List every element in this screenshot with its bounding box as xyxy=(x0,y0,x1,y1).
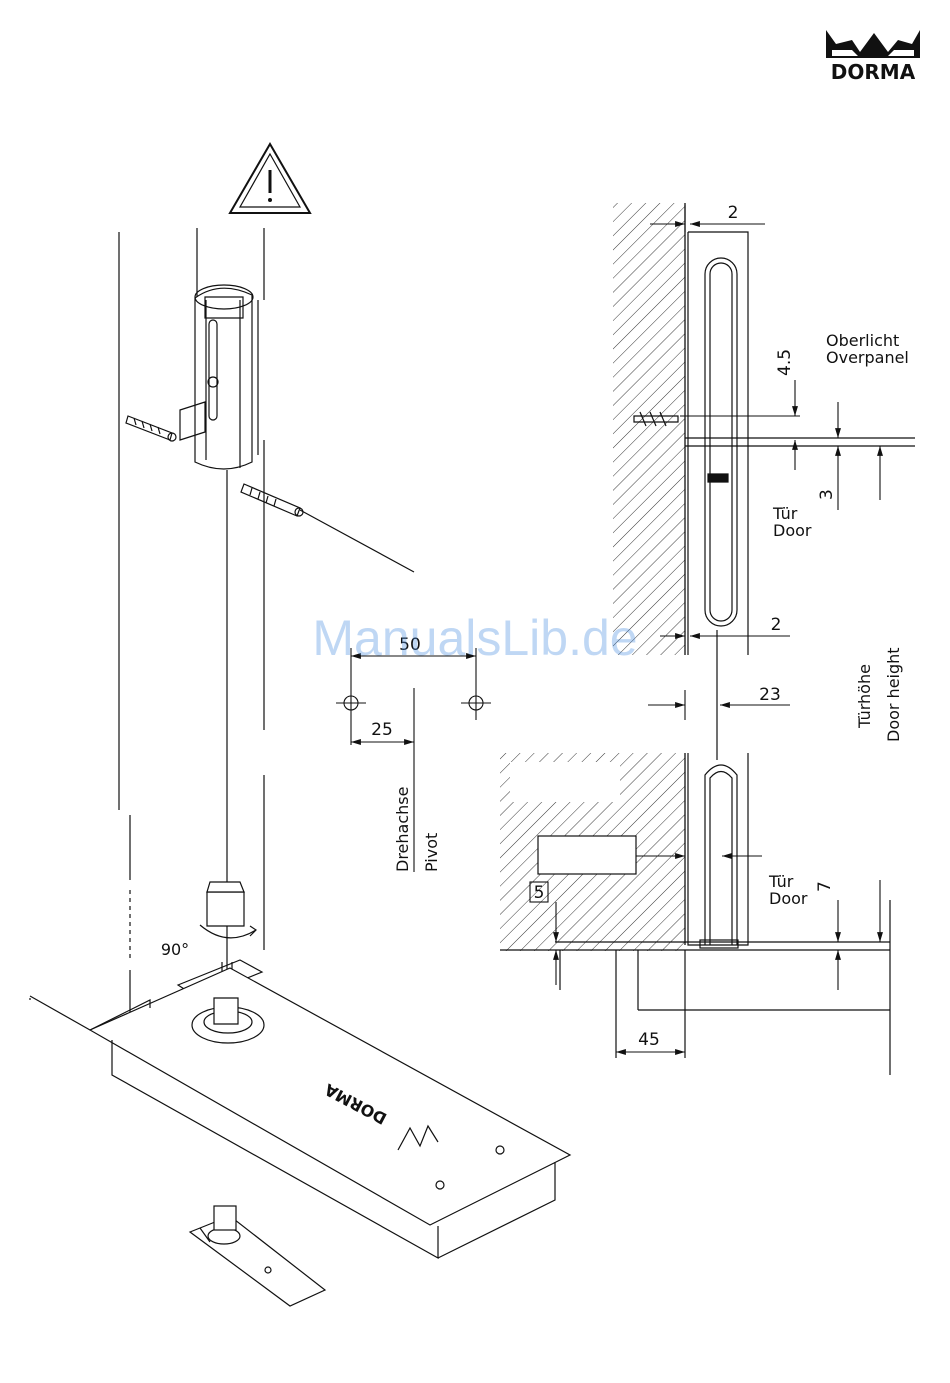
logo-text: DORMA xyxy=(831,60,916,84)
bottom-pivot-plate xyxy=(190,1206,325,1306)
dim-gap-3: 3 xyxy=(817,489,837,500)
floor-spring-section xyxy=(538,836,636,874)
door-height-label-en: Door height xyxy=(884,647,903,742)
dim-pivot-offset: 25 xyxy=(371,720,393,740)
pivot-label-de: Drehachse xyxy=(393,787,412,872)
dim-gap-top: 2 xyxy=(728,203,739,223)
isometric-assembly xyxy=(30,228,570,1306)
watermark: ManualsLib.de xyxy=(312,610,637,666)
door-height-label-de: Türhöhe xyxy=(855,664,874,729)
door-lower-label-en: Door xyxy=(769,889,808,908)
dorma-logo: DORMA xyxy=(826,30,920,84)
wall-plug-icon xyxy=(241,484,303,516)
pivot-pin xyxy=(200,882,256,938)
door-upper-label-en: Door xyxy=(773,521,812,540)
dim-pivot-23: 23 xyxy=(759,685,781,705)
floor-spring xyxy=(30,968,570,1258)
dim-gap-bottom: 2 xyxy=(771,615,782,635)
pivot-label-en: Pivot xyxy=(422,833,441,872)
overpanel-label-en: Overpanel xyxy=(826,348,909,367)
upper-wall-hatch xyxy=(613,203,685,655)
pivot-distance-detail xyxy=(336,648,491,872)
rotation-label: 90° xyxy=(161,940,189,959)
dim-floor-5: 5 xyxy=(534,883,545,903)
top-pivot-housing xyxy=(180,285,258,469)
wall-plug-icon xyxy=(126,416,176,441)
dim-floor-7: 7 xyxy=(815,881,835,892)
warning-triangle-icon xyxy=(230,144,310,213)
dim-setback-45: 45 xyxy=(638,1030,660,1050)
dim-overpanel-offset: 4.5 xyxy=(775,349,795,376)
